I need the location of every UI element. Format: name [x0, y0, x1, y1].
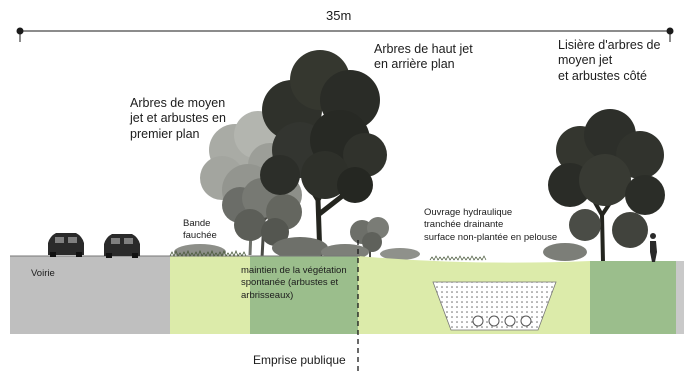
dimension-end-left	[16, 27, 24, 35]
drain-pipe	[520, 315, 532, 327]
person-icon	[650, 233, 657, 262]
zone-maintien-vegetation	[250, 256, 358, 334]
tree-haut-jet	[260, 50, 387, 259]
drain-pipe	[488, 315, 500, 327]
drain-pipe	[504, 315, 516, 327]
dimension-line	[16, 27, 674, 42]
label-lisiere: Lisière d'arbres de moyen jet et arbuste…	[558, 38, 661, 83]
zone-lisiere	[590, 261, 676, 334]
label-arbres-haut-jet: Arbres de haut jet en arrière plan	[374, 42, 473, 72]
label-ouvrage-hydraulique: Ouvrage hydraulique tranchée drainante s…	[424, 207, 558, 243]
car-icon	[48, 233, 84, 257]
label-arbres-moyen-jet: Arbres de moyen jet et arbustes en premi…	[130, 96, 226, 141]
tree-small	[350, 217, 389, 258]
drain-pipe	[472, 315, 484, 327]
car-icon	[104, 234, 140, 258]
drainage-trench	[432, 281, 557, 331]
dimension-end-right	[666, 27, 674, 35]
zone-voirie	[10, 256, 170, 334]
label-bande-fauchee: Bande fauchée	[183, 218, 217, 242]
zone-bande-fauchee	[170, 256, 250, 334]
tree-lisiere	[548, 109, 665, 263]
label-maintien-vegetation: maintien de la végétation spontanée (arb…	[241, 265, 347, 301]
grass-texture-right	[429, 255, 487, 261]
dimension-label: 35m	[326, 8, 352, 23]
grass-texture	[169, 249, 247, 257]
label-emprise-publique: Emprise publique	[253, 353, 346, 367]
label-voirie: Voirie	[31, 268, 55, 279]
zone-edge	[676, 261, 684, 334]
